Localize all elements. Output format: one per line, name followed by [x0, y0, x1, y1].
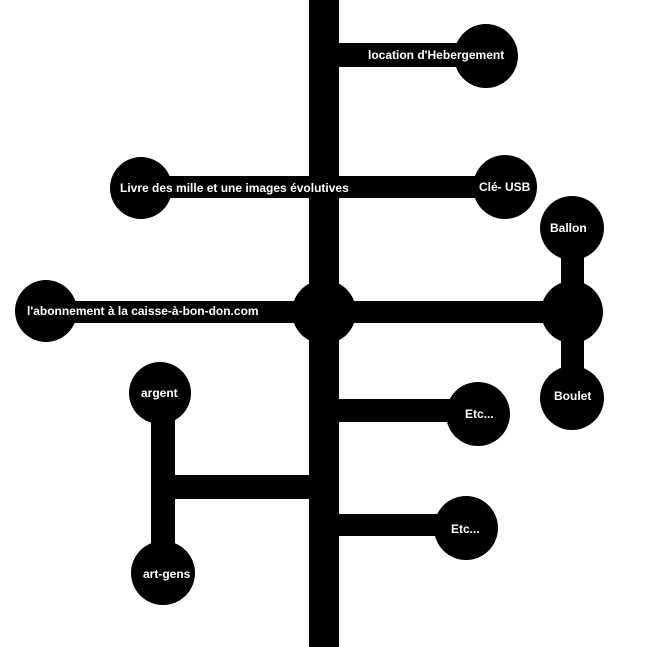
node-art-gens — [131, 541, 195, 605]
branch-abonnement — [45, 301, 575, 323]
node-livre — [110, 157, 172, 219]
node-right-junction — [541, 281, 603, 343]
node-etc-2 — [434, 496, 498, 560]
node-boulet — [540, 366, 604, 430]
node-location-hebergement — [454, 24, 518, 88]
node-argent — [129, 362, 191, 424]
node-cle-usb — [473, 155, 537, 219]
node-ballon — [540, 196, 604, 260]
branch-etc-1 — [324, 399, 479, 422]
node-abonnement — [15, 280, 77, 342]
branch-livre-cle — [140, 176, 506, 198]
node-etc-1 — [446, 382, 510, 446]
branch-etc-2 — [324, 514, 469, 536]
branch-left-lower — [160, 475, 324, 499]
